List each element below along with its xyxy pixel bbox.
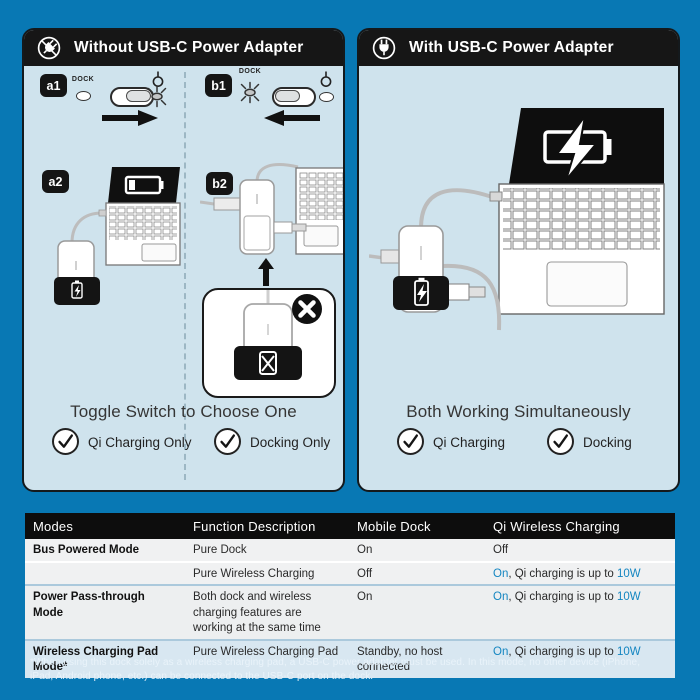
mode-cell: Power Pass-through Mode bbox=[33, 591, 145, 619]
left-panel-header: Without USB-C Power Adapter bbox=[24, 30, 343, 66]
mode-cell bbox=[25, 563, 185, 585]
column-divider bbox=[184, 72, 186, 480]
qi-symbol-icon bbox=[320, 71, 332, 88]
step-badge-a1: a1 bbox=[40, 74, 67, 97]
dock-led-label: DOCK bbox=[238, 68, 262, 75]
table-header-row: Modes Function Description Mobile Dock Q… bbox=[25, 513, 675, 539]
mobile-dock-cell: On bbox=[357, 591, 373, 604]
footnote-text: *When using this dock solely as a wirele… bbox=[30, 657, 641, 682]
mobile-dock-cell: On bbox=[357, 544, 373, 556]
step-badge-b2: b2 bbox=[206, 172, 233, 195]
battery-crossed-icon bbox=[259, 351, 277, 375]
col-header-modes: Modes bbox=[33, 518, 74, 534]
qi-cell: On, Qi charging is up to 10W bbox=[493, 567, 641, 580]
function-cell: Pure Dock bbox=[193, 544, 247, 556]
left-caption: Toggle Switch to Choose One bbox=[70, 402, 297, 421]
check-circle-icon bbox=[397, 428, 424, 455]
dock-led-off bbox=[76, 91, 91, 101]
toggle-knob[interactable] bbox=[126, 90, 151, 102]
qi-cell: On, Qi charging is up to 10W bbox=[493, 645, 641, 658]
right-panel-body: Both Working Simultaneously Qi Charging … bbox=[359, 66, 678, 490]
left-panel-body: a1 DOCK b1 DOCK bbox=[24, 66, 343, 490]
qi-led-lit bbox=[147, 85, 167, 108]
charging-battery-bolt-icon bbox=[543, 115, 612, 181]
right-panel-header: With USB-C Power Adapter bbox=[359, 30, 678, 66]
function-cell: Pure Wireless Charging Pad bbox=[193, 645, 339, 658]
charging-battery-icon bbox=[71, 280, 83, 299]
battery-low-icon bbox=[160, 181, 164, 189]
mobile-dock-cell: Standby, no host connected bbox=[357, 645, 443, 674]
qi-symbol-icon bbox=[152, 71, 164, 88]
qi-cell: Off bbox=[493, 544, 509, 556]
no-charging-callout bbox=[202, 288, 336, 398]
check-label-docking-only: Docking Only bbox=[250, 435, 331, 450]
dock-laptop-illustration-b2 bbox=[200, 163, 343, 255]
check-circle-icon bbox=[547, 428, 574, 455]
no-power-adapter-icon bbox=[37, 36, 61, 60]
right-panel-title: With USB-C Power Adapter bbox=[409, 39, 614, 56]
mode-cell: Wireless Charging Pad Mode* bbox=[33, 645, 159, 674]
check-label-qi-charging: Qi Charging bbox=[433, 435, 506, 450]
modes-table: Modes Function Description Mobile Dock Q… bbox=[25, 513, 675, 678]
panel-without-power-adapter: Without USB-C Power Adapter a1 DOCK bbox=[22, 28, 345, 492]
panel-with-power-adapter: With USB-C Power Adapter bbox=[357, 28, 680, 492]
col-header-mobile-dock: Mobile Dock bbox=[357, 518, 431, 534]
mode-toggle-switch-b[interactable] bbox=[272, 87, 316, 107]
qi-cell: On, Qi charging is up to 10W bbox=[493, 591, 641, 604]
dock-phone-laptop-illustration-a2 bbox=[54, 167, 181, 305]
check-label-docking: Docking bbox=[583, 435, 632, 450]
arrow-left-icon bbox=[264, 110, 320, 126]
table-row: Bus Powered Mode Pure Dock On Off bbox=[25, 539, 675, 561]
table-row: Pure Wireless Charging Off On, Qi chargi… bbox=[25, 560, 675, 585]
check-circle-icon bbox=[52, 428, 79, 455]
dock-led-label: DOCK bbox=[71, 76, 95, 83]
function-cell: Pure Wireless Charging bbox=[193, 567, 315, 580]
step-badge-b1: b1 bbox=[205, 74, 232, 97]
function-cell: Both dock and wireless charging features… bbox=[193, 591, 321, 635]
col-header-qi: Qi Wireless Charging bbox=[493, 518, 620, 534]
toggle-knob[interactable] bbox=[275, 90, 300, 102]
mobile-dock-cell: Off bbox=[357, 567, 373, 580]
left-panel-title: Without USB-C Power Adapter bbox=[74, 39, 304, 56]
dock-phone-no-charge-illustration bbox=[234, 290, 322, 380]
step-badge-a2: a2 bbox=[42, 170, 69, 193]
check-label-qi-only: Qi Charging Only bbox=[88, 435, 192, 450]
dock-led-lit bbox=[240, 81, 260, 104]
x-circle-icon bbox=[292, 294, 322, 324]
mode-cell: Bus Powered Mode bbox=[33, 544, 140, 556]
check-circle-icon bbox=[214, 428, 241, 455]
arrow-up-icon bbox=[258, 258, 274, 286]
col-header-function: Function Description bbox=[193, 518, 316, 534]
charging-battery-icon bbox=[414, 277, 429, 306]
qi-led-off bbox=[319, 92, 334, 102]
dock-phone-laptop-charging-illustration bbox=[369, 108, 665, 331]
table-row: Wireless Charging Pad Mode* Pure Wireles… bbox=[25, 638, 675, 678]
mode-toggle-switch-a[interactable] bbox=[110, 87, 154, 107]
table-row: Power Pass-through Mode Both dock and wi… bbox=[25, 584, 675, 639]
arrow-right-icon bbox=[102, 110, 158, 126]
right-caption: Both Working Simultaneously bbox=[406, 402, 631, 421]
power-adapter-icon bbox=[372, 36, 396, 60]
usb-plug-icon bbox=[273, 221, 293, 234]
